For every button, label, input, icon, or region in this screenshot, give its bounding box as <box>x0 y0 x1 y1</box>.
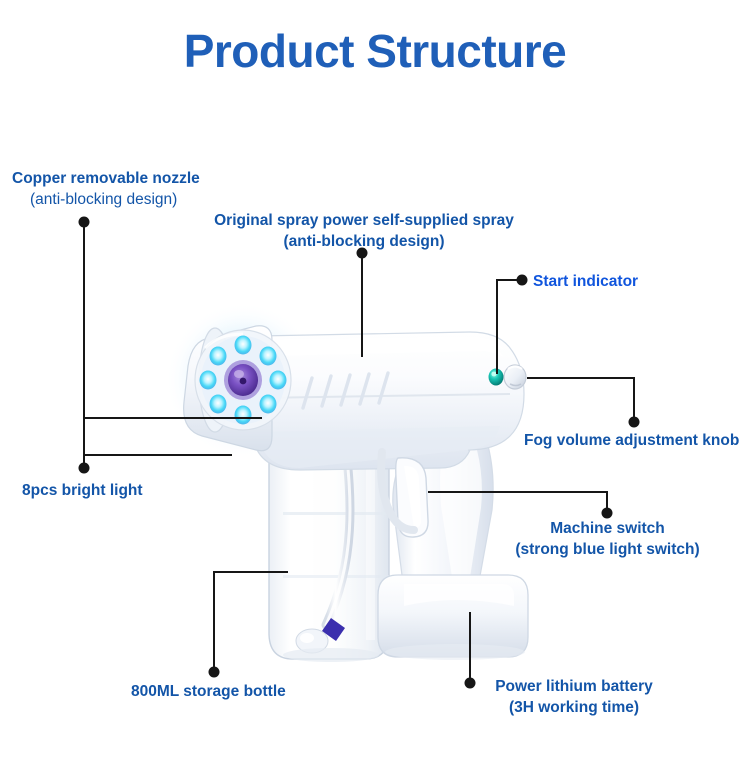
battery-base-art <box>377 574 529 660</box>
nozzle-assembly-art <box>183 325 292 452</box>
storage-bottle-art <box>268 435 390 662</box>
callout-power-battery: Power lithium battery (3H working time) <box>484 676 664 719</box>
callout-storage-bottle: 800ML storage bottle <box>131 681 286 702</box>
callout-machine-switch: Machine switch (strong blue light switch… <box>495 518 720 561</box>
callout-fog-volume-knob: Fog volume adjustment knob <box>524 430 739 451</box>
led-ring <box>199 335 287 425</box>
callout-bright-light: 8pcs bright light <box>22 480 143 501</box>
page-title: Product Structure <box>183 25 567 77</box>
callout-copper-nozzle-line2: (anti-blocking design) <box>30 191 178 209</box>
callout-start-indicator-line1: Start indicator <box>533 273 639 290</box>
callout-fog-volume-knob-line1: Fog volume adjustment knob <box>524 432 740 449</box>
callout-machine-switch-line1: Machine switch <box>550 520 665 537</box>
callout-power-battery-line2: (3H working time) <box>508 699 640 717</box>
callout-original-spray-line1: Original spray power self-supplied spray <box>214 212 514 229</box>
callout-original-spray: Original spray power self-supplied spray… <box>204 210 524 253</box>
callout-machine-switch-line2: (strong blue light switch) <box>515 541 700 559</box>
callout-bright-light-line1: 8pcs bright light <box>22 482 143 499</box>
callout-original-spray-line2: (anti-blocking design) <box>283 233 445 251</box>
callout-copper-nozzle-line1: Copper removable nozzle <box>12 170 200 187</box>
gun-body-art <box>251 331 525 471</box>
start-indicator-art <box>488 368 504 386</box>
callout-power-battery-line1: Power lithium battery <box>495 678 653 695</box>
callout-copper-nozzle: Copper removable nozzle (anti-blocking d… <box>12 168 200 211</box>
callout-storage-bottle-line1: 800ML storage bottle <box>131 683 286 700</box>
callout-start-indicator: Start indicator <box>533 271 638 292</box>
fog-knob-art <box>503 364 527 390</box>
trigger-art <box>377 448 429 538</box>
